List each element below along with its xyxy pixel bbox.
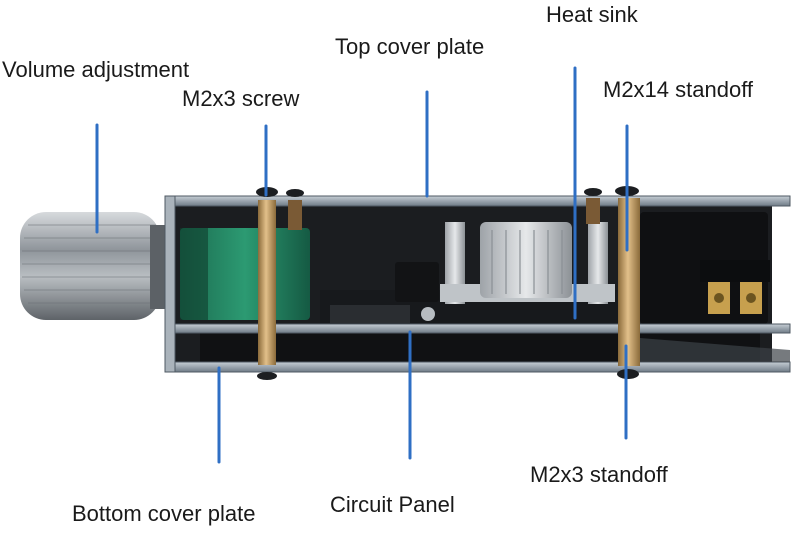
label-circuit-panel: Circuit Panel (330, 492, 455, 517)
chip (330, 305, 410, 323)
label-m2x3-screw: M2x3 screw (182, 86, 300, 111)
label-heat-sink: Heat sink (546, 2, 638, 27)
potentiometer-block (180, 228, 310, 320)
heat-sink-illustration (440, 222, 615, 304)
label-m2x3-standoff: M2x3 standoff (530, 462, 668, 487)
label-top-cover-plate: Top cover plate (335, 34, 485, 59)
leader-lines (95, 66, 629, 464)
label-m2x14-standoff: M2x14 standoff (603, 77, 754, 102)
standoffs (258, 198, 640, 366)
volume-knob (20, 212, 172, 320)
black-component (395, 262, 439, 302)
label-bottom-cover-plate: Bottom cover plate (72, 501, 256, 526)
side-plate (164, 195, 176, 373)
small-screw (421, 307, 435, 321)
label-volume-adjustment: Volume adjustment (2, 57, 190, 82)
